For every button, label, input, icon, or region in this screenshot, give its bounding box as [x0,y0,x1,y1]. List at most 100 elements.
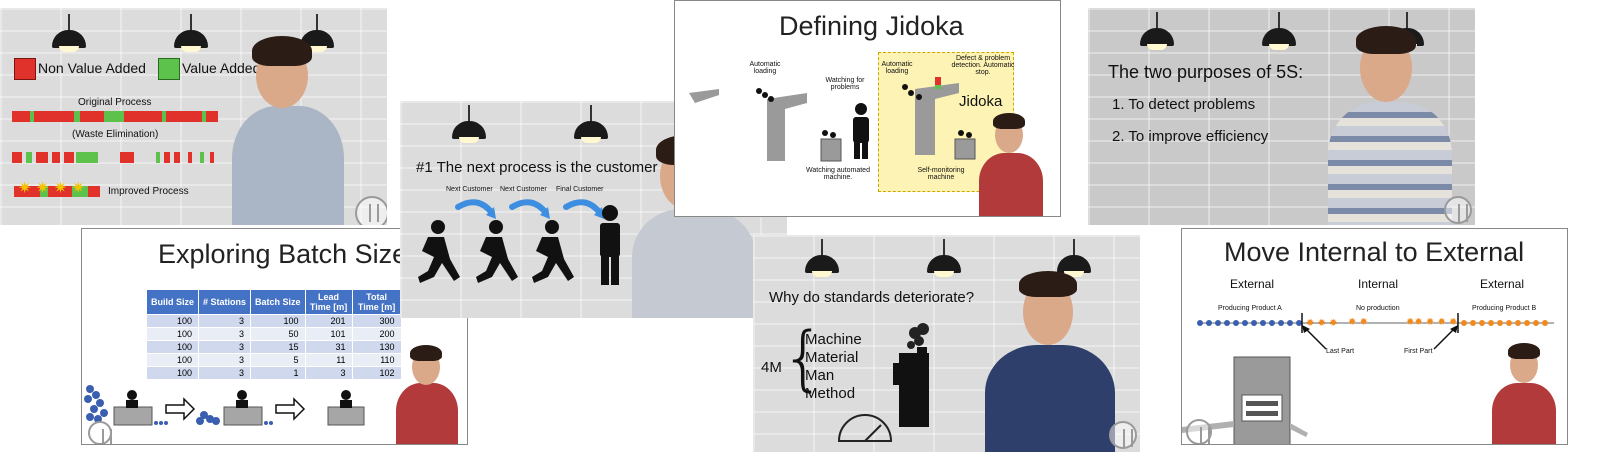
table-cell: 110 [351,353,402,367]
gauge-icon [837,414,893,442]
slide-heading: #1 The next process is the customer [416,159,658,176]
presenter-avatar [1324,16,1464,225]
svg-text:✹✹ ✹ ✹ ✹: ✹✹ ✹ ✹ ✹ [1406,317,1457,328]
list-item: Material [805,349,859,366]
video-thumbnail-jidoka[interactable]: Defining Jidoka Automatic loading Watchi… [674,0,1061,217]
video-thumbnail-waste-elimination[interactable]: Non Value Added Value Added Original Pro… [0,8,387,225]
list-item: 2. To improve efficiency [1112,128,1269,145]
label-original-process: Original Process [78,97,152,108]
legend-swatch-value [158,58,180,80]
legend-label-value: Value Added [182,60,261,76]
manual-machine-diagram [689,88,869,162]
table-cell: 100 [145,366,200,380]
video-thumbnail-standards[interactable]: Why do standards deteriorate? 4M { Machi… [753,235,1140,452]
original-process-bar [12,111,218,122]
label-4m: 4M [761,359,782,376]
slide-title: Defining Jidoka [779,11,964,41]
waste-elimination-bar [12,152,218,163]
label-watching-automated: Watching automated machine. [806,167,870,181]
table-header: Lead Time [m] [304,289,353,315]
channel-logo-icon [88,421,112,444]
video-thumbnail-5s[interactable]: The two purposes of 5S: 1. To detect pro… [1088,8,1475,225]
ceiling-lamp-icon [174,14,208,54]
ceiling-lamp-icon [574,105,608,145]
channel-logo-icon [1186,419,1212,444]
table-cell: 50 [250,327,306,341]
slide-title: Exploring Batch Size [158,239,408,269]
label-defect-detection: Defect & problem detection. Automatic st… [951,55,1015,76]
presenter-avatar [392,341,462,444]
table-cell: 1 [250,366,306,380]
ceiling-lamp-icon [1262,12,1296,52]
brace-icon: { [781,317,826,399]
list-item: Man [805,367,835,384]
slide-heading: Why do standards deteriorate? [769,289,975,306]
table-cell: 100 [145,327,200,341]
table-cell: 100 [145,353,200,367]
table-header: Build Size [145,289,200,315]
legend-swatch-non-value [14,58,36,80]
list-item: Method [805,385,856,402]
table-cell: 100 [145,340,200,354]
table-cell: 3 [198,366,252,380]
label-last-part: Last Part [1326,348,1355,355]
label-producing-a: Producing Product A [1218,305,1282,312]
customer-chain-diagram [418,199,620,285]
ceiling-lamp-icon [452,105,486,145]
table-header: Batch Size [250,289,306,315]
changeover-timeline: ✹ ✹ ✹ ✹ ✹ ✹✹ ✹ ✹ ✹ [1197,313,1554,350]
batch-flow-diagram [84,385,365,426]
ceiling-lamp-icon [52,14,86,54]
label-next-customer: Next Customer [500,186,547,193]
label-automatic-loading: Automatic loading [749,61,781,75]
star-burst-icon: ✷ ✷ ✷ ✷ [18,180,85,197]
label-watching-for-problems: Watching for problems [825,77,865,91]
label-next-customer: Next Customer [446,186,493,193]
table-cell: 11 [304,353,353,367]
table-cell: 3 [198,314,252,328]
column-label-external: External [1230,277,1275,291]
column-label-internal: Internal [1358,277,1399,291]
presenter-avatar [979,255,1129,452]
label-jidoka: Jidoka [959,93,1003,110]
table-cell: 3 [198,340,252,354]
label-first-part: First Part [1404,348,1433,355]
video-thumbnail-internal-external[interactable]: Move Internal to External External Inter… [1181,228,1568,445]
slide-title: Move Internal to External [1224,237,1525,267]
presenter-avatar [1488,339,1560,444]
table-cell: 201 [304,314,353,328]
list-item: 1. To detect problems [1112,96,1256,113]
label-final-customer: Final Customer [556,186,604,193]
ceiling-lamp-icon [805,239,839,279]
ceiling-lamp-icon [1057,239,1091,279]
table-cell: 5 [250,353,306,367]
channel-logo-icon [1109,421,1137,449]
ceiling-lamp-icon [927,239,961,279]
column-label-external: External [1480,277,1525,291]
table-cell: 3 [198,353,252,367]
slide-heading: The two purposes of 5S: [1108,62,1304,82]
table-header: # Stations [198,289,252,315]
table-cell: 100 [250,314,306,328]
table-cell: 130 [351,340,402,354]
table-cell: 100 [145,314,200,328]
video-thumbnail-batch-size[interactable]: Exploring Batch Size Build Size # Statio… [81,228,468,445]
table-cell: 3 [304,366,353,380]
ceiling-lamp-icon [1140,12,1174,52]
machine-smoke-icon [893,323,929,427]
label-waste-elimination: (Waste Elimination) [72,129,159,140]
legend-label-non-value: Non Value Added [38,60,146,76]
label-automatic-loading: Automatic loading [881,61,913,75]
label-self-monitoring: Self-monitoring machine [917,167,965,181]
list-item: Machine [805,331,862,348]
presenter-avatar [626,121,776,318]
svg-text:✹ ✹: ✹ ✹ [1348,317,1368,328]
jidoka-machine-diagram [902,77,976,160]
batch-size-table: Build Size # Stations Batch Size Lead Ti… [145,289,402,380]
channel-logo-icon [1444,196,1472,224]
